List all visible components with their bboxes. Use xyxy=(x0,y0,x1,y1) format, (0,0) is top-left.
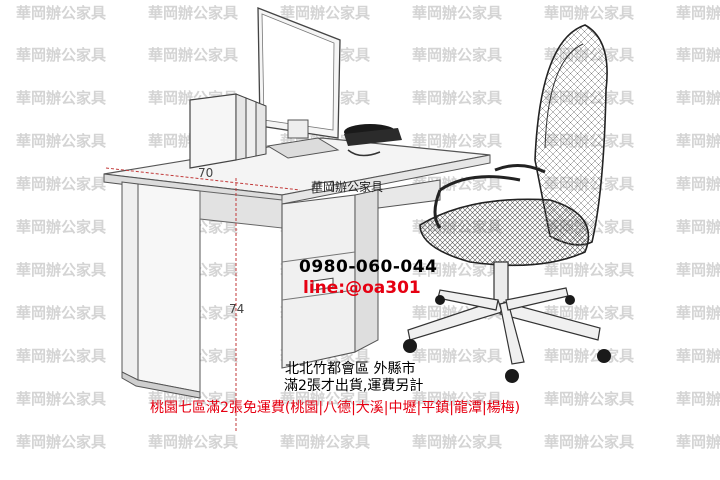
caster-wheel xyxy=(403,339,417,353)
phone-number: 0980-060-044 xyxy=(299,257,438,277)
keyboard-tray xyxy=(377,179,441,209)
minimum-order-note: 滿2張才出貨,運費另計 xyxy=(284,378,424,394)
height-dimension-label: 74 xyxy=(229,302,245,316)
binders xyxy=(189,93,267,169)
service-area-note: 北北竹都會區 外縣市 xyxy=(285,361,416,377)
desk-brand-label: 華岡辦公家具 xyxy=(311,180,384,194)
telephone xyxy=(344,124,402,157)
width-dimension-label: 70 xyxy=(198,166,214,180)
width-dimension-line xyxy=(105,167,301,191)
desk-left-panel xyxy=(121,181,139,381)
desk xyxy=(103,137,491,432)
drawer-handle xyxy=(312,180,334,194)
line-id: line:@oa301 xyxy=(303,278,421,298)
free-shipping-note: 桃園七區滿2張免運費(桃園|八德|大溪|中壢|平鎮|龍潭|楊梅) xyxy=(150,400,521,416)
office-chair xyxy=(403,24,611,383)
monitor xyxy=(257,7,341,159)
